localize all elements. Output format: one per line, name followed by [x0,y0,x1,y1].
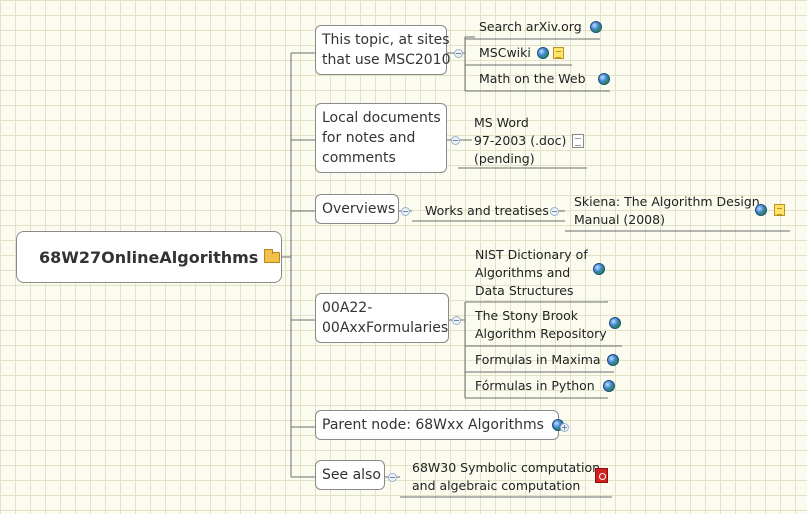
leaf-label-line: Manual (2008) [574,212,665,227]
branch-local-documents[interactable]: Local documents for notes and comments [315,103,447,173]
branch-overviews[interactable]: Overviews [315,194,399,224]
branch-label: See also [322,467,381,483]
leaf-skiena[interactable]: Skiena: The Algorithm Design Manual (200… [574,193,760,229]
leaf-formulas-maxima[interactable]: Formulas in Maxima [475,351,619,369]
branch-see-also[interactable]: See also [315,460,385,490]
branch-label-line: for notes and [322,130,416,146]
note-icon[interactable] [774,204,785,216]
root-label: 68W27OnlineAlgorithms [39,247,259,267]
branch-label: Overviews [322,201,396,217]
branch-label-line: This topic, at sites [322,32,450,48]
leaf-label-line: Algorithm Repository [475,326,607,341]
leaf-nist-dictionary[interactable]: NIST Dictionary of Algorithms and Data S… [475,246,588,300]
branch-msc-sites[interactable]: This topic, at sites that use MSC2010 [315,25,451,75]
branch-formularies[interactable]: 00A22- 00AxxFormularies [315,293,449,343]
leaf-label-line: NIST Dictionary of [475,247,588,262]
leaf-label-line: Algorithms and [475,265,571,280]
leaf-label-line: and algebraic computation [412,478,581,493]
leaf-label: Formulas in Maxima [475,352,601,367]
leaf-label-line: 68W30 Symbolic computation [412,460,601,475]
globe-link-icon[interactable] [755,204,767,216]
leaf-label: Search arXiv.org [479,19,582,34]
branch-label-line: that use MSC2010 [322,52,451,68]
globe-link-icon[interactable] [606,354,619,366]
leaf-ms-word-doc[interactable]: MS Word 97-2003 (.doc) (pending) [474,114,585,168]
collapse-toggle[interactable] [454,49,463,58]
branch-label-line: Local documents [322,110,441,126]
note-icon[interactable] [552,47,564,59]
collapse-toggle[interactable] [550,207,559,216]
collapse-toggle[interactable] [451,136,460,145]
leaf-label-line: Skiena: The Algorithm Design [574,194,760,209]
root-node[interactable]: 68W27OnlineAlgorithms [16,231,282,283]
globe-link-icon[interactable] [602,380,615,392]
branch-parent-node[interactable]: Parent node: 68Wxx Algorithms [315,410,564,440]
leaf-search-arxiv[interactable]: Search arXiv.org [479,18,602,36]
leaf-formulas-python[interactable]: Fórmulas in Python [475,377,615,395]
branch-label-line: 00A22- [322,300,373,316]
globe-link-icon[interactable] [536,47,549,59]
leaf-68w30-symbolic[interactable]: 68W30 Symbolic computation and algebraic… [412,459,600,495]
pdf-icon[interactable] [595,468,608,483]
branch-label-line: comments [322,150,396,166]
leaf-mscwiki[interactable]: MSCwiki [479,44,564,62]
globe-link-icon[interactable] [589,21,602,33]
folder-open-icon[interactable] [264,248,281,263]
globe-link-icon[interactable] [593,263,605,275]
leaf-math-on-the-web[interactable]: Math on the Web [479,70,610,88]
branch-label: Parent node: 68Wxx Algorithms [322,417,544,433]
leaf-label-line: Data Structures [475,283,574,298]
leaf-label-line: (pending) [474,151,535,166]
leaf-label: Fórmulas in Python [475,378,595,393]
collapse-toggle[interactable] [452,316,461,325]
globe-link-icon[interactable] [609,317,621,329]
leaf-label-line: The Stony Brook [475,308,578,323]
leaf-label-line: MS Word [474,115,529,130]
leaf-works-and-treatises[interactable]: Works and treatises [425,202,549,220]
branch-label-line: 00AxxFormularies [322,320,449,336]
collapse-toggle[interactable] [388,473,397,482]
globe-link-icon[interactable] [597,73,610,85]
leaf-stony-brook[interactable]: The Stony Brook Algorithm Repository [475,307,607,343]
leaf-label-line: 97-2003 (.doc) [474,132,585,150]
leaf-label: MSCwiki [479,45,531,60]
document-icon[interactable] [572,134,585,148]
leaf-label: Works and treatises [425,203,549,218]
expand-toggle[interactable] [560,423,569,432]
leaf-label: Math on the Web [479,71,586,86]
collapse-toggle[interactable] [401,207,410,216]
